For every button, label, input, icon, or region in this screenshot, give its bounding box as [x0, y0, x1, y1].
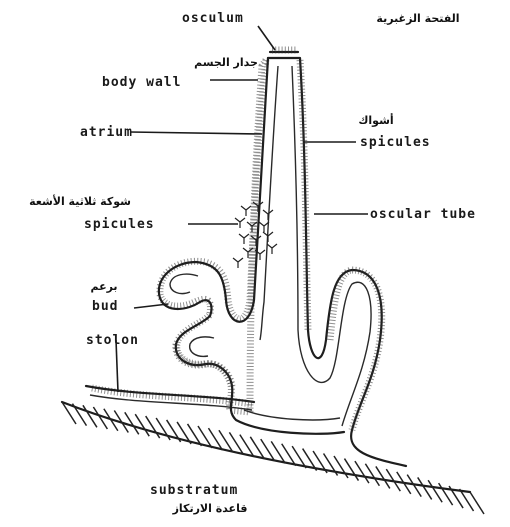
label-osculum-ar: الفتحة الزغبرية	[376, 12, 459, 25]
label-osculum: osculum	[182, 11, 244, 26]
substratum-shape	[62, 402, 484, 514]
label-body-wall: body wall	[102, 75, 181, 90]
triradiate-spicule	[263, 210, 273, 220]
label-stolon: stolon	[86, 333, 139, 348]
label-atrium: atrium	[80, 125, 133, 140]
label-oscular-tube: oscular tube	[370, 207, 476, 222]
triradiate-spicule	[235, 218, 245, 228]
label-spicules-left-ar: شوكة ثلاثية الأشعة	[29, 194, 131, 208]
label-spicules-right-ar: أشواك	[358, 113, 393, 127]
label-spicules-right: spicules	[360, 135, 431, 150]
label-body-wall-ar: جدار الجسم	[194, 56, 258, 69]
triradiate-spicule	[233, 258, 243, 268]
label-bud-ar: برعم	[90, 280, 117, 293]
label-spicules-left: spicules	[84, 217, 155, 232]
label-bud: bud	[92, 299, 118, 314]
label-substratum-ar: قاعدة الارتكاز	[172, 502, 248, 515]
label-substratum: substratum	[150, 483, 238, 498]
sponge-body	[159, 50, 406, 466]
triradiate-spicule	[241, 206, 251, 216]
triradiate-spicule	[243, 248, 253, 258]
triradiate-spicule	[267, 244, 277, 254]
triradiate-spicule	[239, 234, 249, 244]
